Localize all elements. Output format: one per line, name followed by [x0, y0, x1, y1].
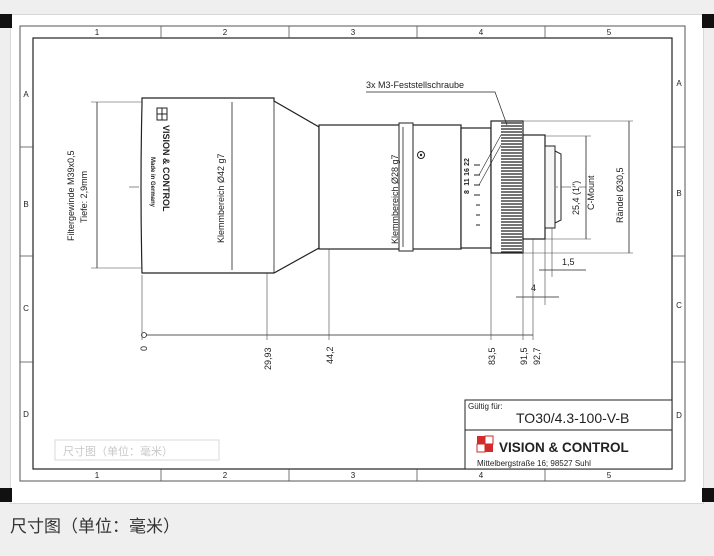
- focus-ring: [460, 127, 492, 249]
- drawing-sheet: 1 2 3 4 5 1 2 3 4 5 A B C D A B C D 22 1…: [10, 14, 704, 504]
- corner-mark-tl: [0, 14, 12, 28]
- col-label-1: 1: [95, 28, 100, 37]
- inner-frame: [32, 37, 673, 470]
- col-label-3-bottom: 3: [351, 471, 356, 480]
- dim-1-5-label: 1,5: [562, 257, 575, 267]
- axial-29-93: 29,93: [263, 347, 273, 370]
- rear-element: [544, 145, 556, 229]
- knurl-pattern: [501, 122, 522, 253]
- company-name: VISION & CONTROL: [499, 440, 629, 455]
- focus-mark-22: 22: [464, 158, 471, 166]
- corner-mark-br: [702, 488, 714, 502]
- column-ticks: [20, 26, 685, 481]
- lens-brand-origin: Made in Germany: [149, 157, 155, 208]
- row-label-b: B: [23, 200, 28, 209]
- figure-caption: 尺寸图（单位：毫米）: [10, 517, 180, 537]
- col-label-5: 5: [607, 28, 612, 37]
- axial-0: 0: [139, 346, 149, 351]
- axial-92-7: 92,7: [532, 347, 542, 365]
- row-label-d-right: D: [676, 411, 682, 420]
- screw-note: 3x M3-Feststellschraube: [366, 80, 464, 90]
- front-body: [140, 97, 320, 274]
- clamp-28-label: Klemmbereich Ø28 g7: [390, 154, 400, 244]
- knurl-label: Rändel Ø30,5: [615, 167, 625, 223]
- lens-brand-name: VISION & CONTROL: [161, 125, 171, 212]
- watermark-text: 尺寸图（单位：毫米）: [63, 444, 173, 458]
- row-label-c-right: C: [676, 301, 682, 310]
- col-label-2-bottom: 2: [223, 471, 228, 480]
- col-label-3: 3: [351, 28, 356, 37]
- part-number: TO30/4.3-100-V-B: [516, 410, 629, 426]
- axial-44-2: 44,2: [325, 346, 335, 364]
- row-label-a: A: [23, 90, 29, 99]
- valid-for-label: Gültig für:: [468, 402, 503, 411]
- clamp-42-label: Klemmbereich Ø42 g7: [216, 153, 226, 243]
- row-label-b-right: B: [676, 189, 681, 198]
- row-label-c: C: [23, 304, 29, 313]
- technical-drawing: 1 2 3 4 5 1 2 3 4 5 A B C D A B C D 22 1…: [19, 25, 686, 482]
- axial-83-5: 83,5: [487, 347, 497, 365]
- axial-91-5: 91,5: [519, 347, 529, 365]
- c-mount-thread: [522, 134, 546, 240]
- filter-thread-label: Filtergewinde M39x0,5: [66, 150, 76, 241]
- watermark-box: [54, 439, 220, 461]
- title-block: [464, 399, 673, 470]
- lens-logo: [156, 107, 168, 121]
- dim-4-label: 4: [531, 283, 536, 293]
- focus-mark-11: 11: [464, 178, 471, 186]
- focus-mark-8: 8: [464, 190, 471, 194]
- col-label-4: 4: [479, 28, 484, 37]
- c-mount-size-label: 25,4 (1"): [571, 181, 581, 215]
- col-label-4-bottom: 4: [479, 471, 484, 480]
- row-label-a-right: A: [676, 79, 682, 88]
- company-address: Mittelbergstraße 16; 98527 Suhl: [477, 459, 591, 468]
- filter-depth-label: Tiefe: 2,9mm: [79, 171, 89, 223]
- clamp-ring: [398, 122, 414, 252]
- col-label-2: 2: [223, 28, 228, 37]
- corner-mark-bl: [0, 488, 12, 502]
- focus-mark-16: 16: [464, 168, 471, 176]
- corner-mark-tr: [702, 14, 714, 28]
- row-label-d: D: [23, 410, 29, 419]
- c-mount-label: C-Mount: [586, 175, 596, 210]
- col-label-5-bottom: 5: [607, 471, 612, 480]
- outer-frame: [19, 25, 686, 482]
- col-label-1-bottom: 1: [95, 471, 100, 480]
- company-logo: [476, 435, 494, 453]
